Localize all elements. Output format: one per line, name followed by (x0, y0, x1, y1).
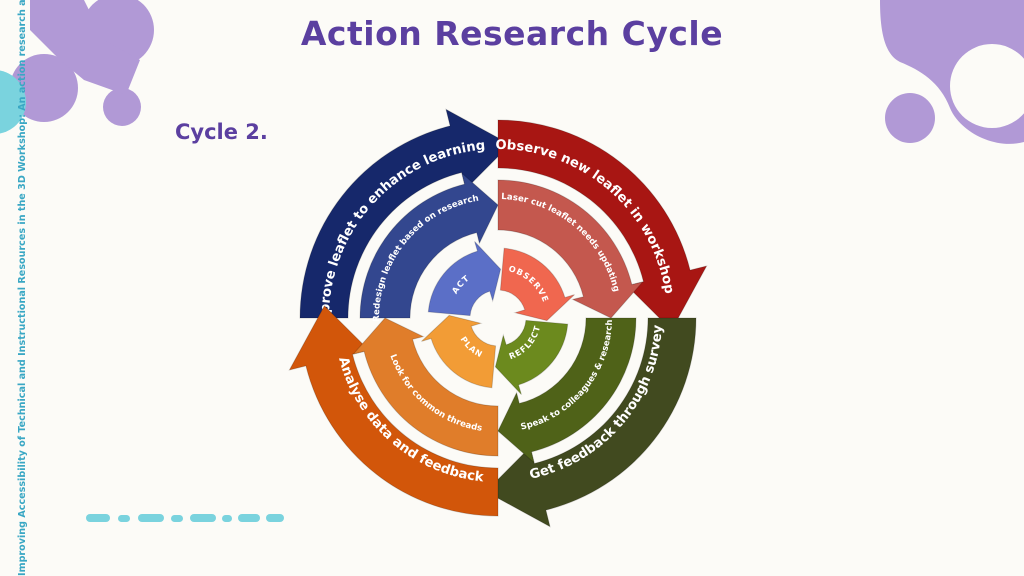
cycle-label: Cycle 2. (175, 120, 268, 144)
inner-arrow-act: ACT (427, 241, 502, 317)
middle-arrow-shape (359, 171, 499, 319)
outer-arrow-shape (485, 317, 697, 528)
outer-arrow-shape (299, 108, 511, 319)
inner-arrow-plan: PLAN (421, 314, 497, 389)
top-right-hole (950, 44, 1024, 128)
middle-arrow-shape (497, 179, 645, 319)
middle-arrow-shape (351, 317, 499, 457)
inner-arrow-shape (421, 314, 497, 389)
outer-arrow-shape (497, 119, 708, 331)
slide-title: Action Research Cycle (300, 14, 724, 53)
outer-arrow-shape (288, 305, 499, 517)
top-left-blob (10, 0, 154, 126)
inner-arrow-shape (499, 247, 575, 322)
inner-arrow-shape (494, 319, 569, 395)
dashed-line (86, 514, 284, 522)
middle-arrow-shape (497, 317, 637, 465)
inner-arrow-shape (427, 241, 502, 317)
cyan-circle (0, 70, 26, 134)
